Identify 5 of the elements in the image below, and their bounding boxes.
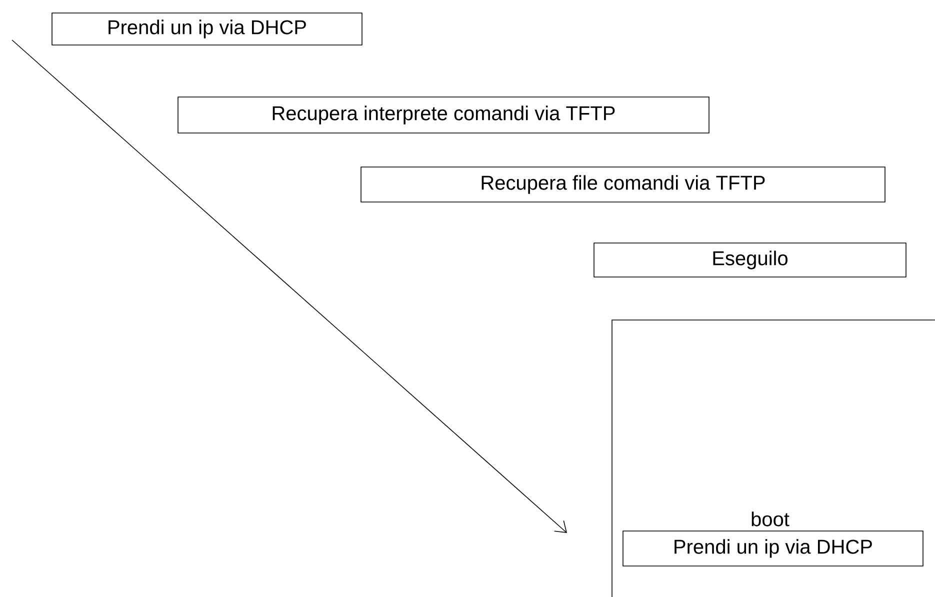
process-box: Recupera interprete comandi via TFTP <box>178 96 710 134</box>
process-box: Prendi un ip via DHCP <box>52 12 362 46</box>
process-box: Eseguilo <box>594 242 906 278</box>
process-box: Prendi un ip via DHCP <box>622 530 924 566</box>
process-box: Recupera file comandi via TFTP <box>360 166 886 202</box>
